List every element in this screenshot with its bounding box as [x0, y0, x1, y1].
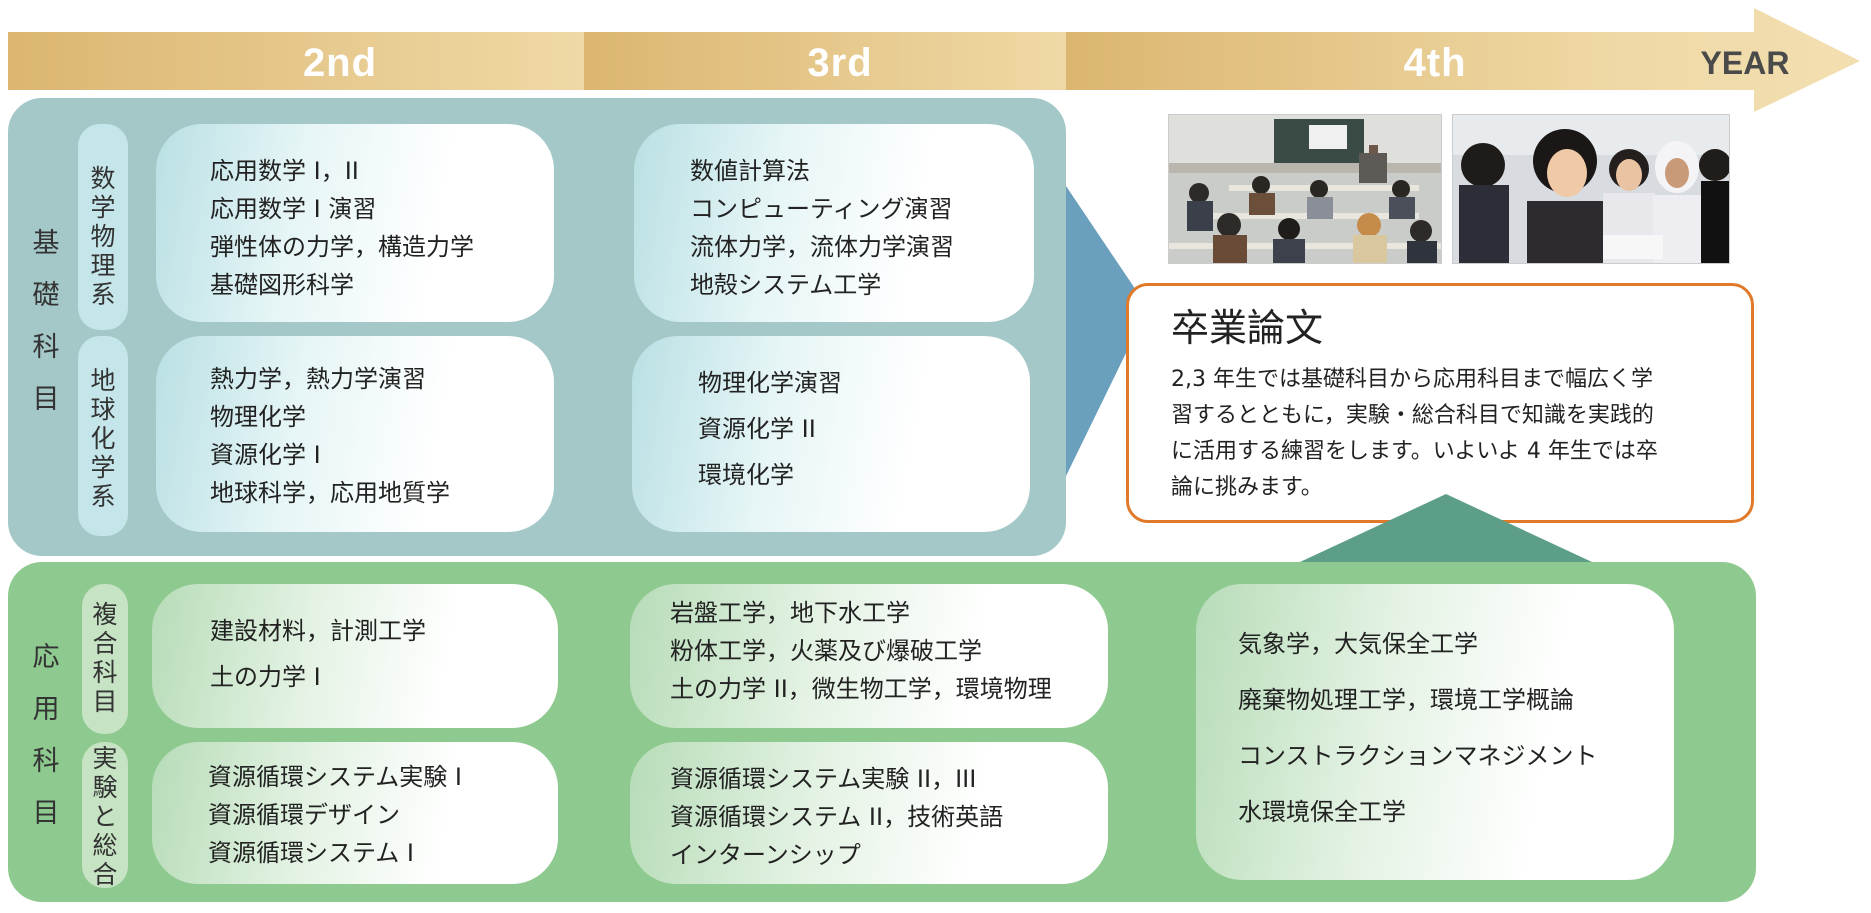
year-label-3rd: 3rd	[807, 41, 873, 85]
course-item: 熱力学，熱力学演習	[210, 365, 426, 393]
graduation-thesis-box: 卒業論文 2,3 年生では基礎科目から応用科目まで幅広く学 習するとともに，実験…	[1126, 283, 1754, 523]
course-item: 資源循環システム II，技術英語	[670, 803, 1004, 831]
thesis-description: 2,3 年生では基礎科目から応用科目まで幅広く学 習するとともに，実験・総合科目…	[1171, 367, 1658, 500]
course-item: 資源循環システム実験 I	[208, 763, 462, 791]
course-item: 岩盤工学，地下水工学	[670, 599, 910, 627]
math-physics-year2-card: 応用数学 I，II 応用数学 I 演習 弾性体の力学，構造力学 基礎図形科学	[156, 124, 554, 322]
course-item: コンピューティング演習	[690, 195, 953, 223]
course-item: 応用数学 I 演習	[210, 195, 377, 223]
students-photo	[1452, 114, 1730, 264]
experiment-year3-card: 資源循環システム実験 II，III 資源循環システム II，技術英語 インターン…	[630, 742, 1108, 884]
applied-year4-card: 気象学，大気保全工学 廃棄物処理工学，環境工学概論 コンストラクションマネジメン…	[1196, 584, 1674, 880]
course-item: 環境化学	[698, 461, 794, 489]
course-item: 水環境保全工学	[1238, 798, 1406, 826]
year-timeline-arrow	[8, 8, 1860, 112]
course-item: 地球科学，応用地質学	[210, 479, 450, 507]
course-item: 土の力学 I	[210, 663, 321, 691]
basic-subjects-label: 基 礎 科 目	[32, 228, 60, 415]
earth-chemistry-year3-card: 物理化学演習 資源化学 II 環境化学	[632, 336, 1030, 532]
basic-to-thesis-arrow	[1066, 186, 1148, 476]
year-word: YEAR	[1700, 45, 1790, 81]
year-segment-2nd	[8, 32, 584, 90]
course-item: 建設材料，計測工学	[210, 617, 426, 645]
course-item: 資源循環デザイン	[208, 801, 400, 829]
course-item: 資源化学 II	[698, 415, 816, 443]
composite-year3-card: 岩盤工学，地下水工学 粉体工学，火薬及び爆破工学 土の力学 II，微生物工学，環…	[630, 584, 1108, 728]
course-item: コンストラクションマネジメント	[1238, 742, 1598, 770]
year-segment-3rd	[584, 32, 1066, 90]
composite-year2-card: 建設材料，計測工学 土の力学 I	[152, 584, 558, 728]
earth-chemistry-label: 地 球 化 学 系	[78, 336, 128, 536]
experiment-year2-card: 資源循環システム実験 I 資源循環デザイン 資源循環システム I	[152, 742, 558, 884]
course-item: 数値計算法	[690, 157, 810, 185]
course-item: 廃棄物処理工学，環境工学概論	[1238, 686, 1574, 714]
course-item: 粉体工学，火薬及び爆破工学	[670, 637, 982, 665]
course-item: 資源化学 I	[210, 441, 321, 469]
course-item: 応用数学 I，II	[210, 157, 359, 185]
course-item: 流体力学，流体力学演習	[690, 233, 954, 261]
course-item: 気象学，大気保全工学	[1238, 630, 1478, 658]
applied-subjects-label: 応 用 科 目	[32, 642, 60, 829]
thesis-title: 卒業論文	[1171, 306, 1324, 350]
course-item: 物理化学	[210, 403, 306, 431]
course-item: 資源循環システム実験 II，III	[670, 765, 977, 793]
course-item: 資源循環システム I	[208, 839, 414, 867]
math-physics-year3-card: 数値計算法 コンピューティング演習 流体力学，流体力学演習 地殻システム工学	[634, 124, 1034, 322]
lecture-room-photo	[1168, 114, 1442, 264]
experiment-integration-label: 実 験 と 総 合	[82, 742, 128, 889]
course-item: インターンシップ	[670, 841, 861, 869]
earth-chemistry-year2-card: 熱力学，熱力学演習 物理化学 資源化学 I 地球科学，応用地質学	[156, 336, 554, 532]
course-item: 弾性体の力学，構造力学	[210, 233, 474, 261]
course-item: 基礎図形科学	[210, 271, 354, 299]
course-item: 物理化学演習	[698, 369, 842, 397]
course-item: 地殻システム工学	[690, 271, 882, 299]
math-physics-label: 数 学 物 理 系	[78, 124, 128, 330]
composite-subjects-label: 複 合 科 目	[82, 584, 128, 734]
course-item: 土の力学 II，微生物工学，環境物理	[670, 675, 1052, 703]
year-label-4th: 4th	[1403, 41, 1467, 85]
applied-to-thesis-arrow	[1300, 494, 1592, 562]
year-label-2nd: 2nd	[302, 41, 378, 85]
year-segment-4th	[1066, 8, 1860, 112]
